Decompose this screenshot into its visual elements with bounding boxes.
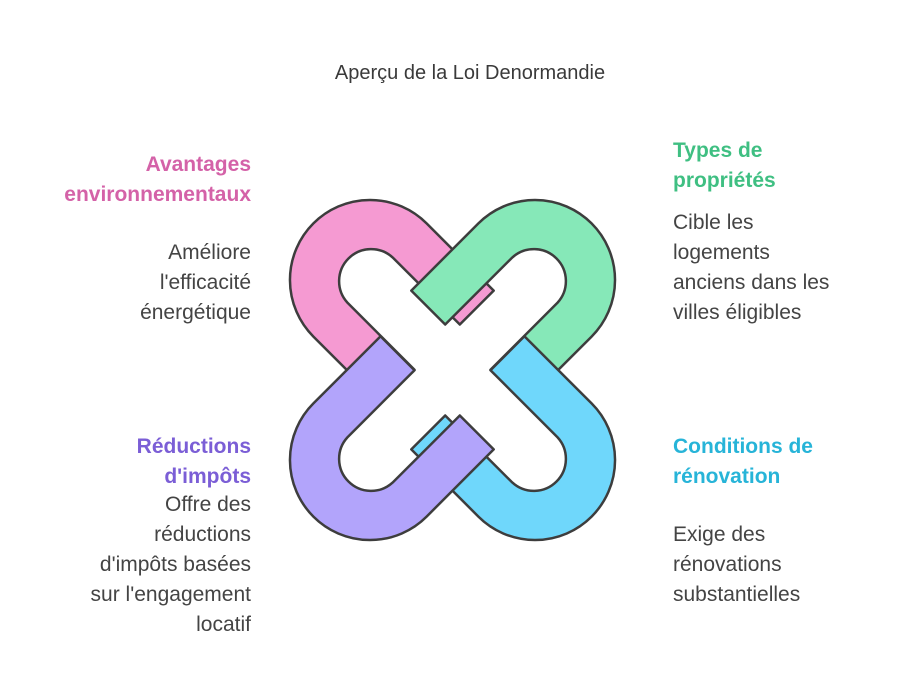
heading-tax-reductions: Réductions d'impôts [136, 435, 251, 488]
heading-environmental-benefits: Avantages environnementaux [64, 153, 251, 206]
green-loop [410, 198, 617, 405]
heading-renovation-conditions: Conditions de rénovation [673, 435, 813, 488]
body-environmental-benefits: Améliore l'efficacité énergétique [140, 241, 251, 324]
body-tax-reductions: Offre des réductions d'impôts basées sur… [90, 493, 251, 636]
body-property-types: Cible les logements anciens dans les vil… [673, 211, 830, 324]
blue-loop [410, 335, 617, 542]
heading-property-types: Types de propriétés [673, 139, 776, 192]
diagram-title: Aperçu de la Loi Denormandie [334, 62, 606, 84]
pink-loop [288, 198, 495, 405]
purple-loop [288, 335, 495, 542]
body-renovation-conditions: Exige des rénovations substantielles [673, 523, 801, 606]
